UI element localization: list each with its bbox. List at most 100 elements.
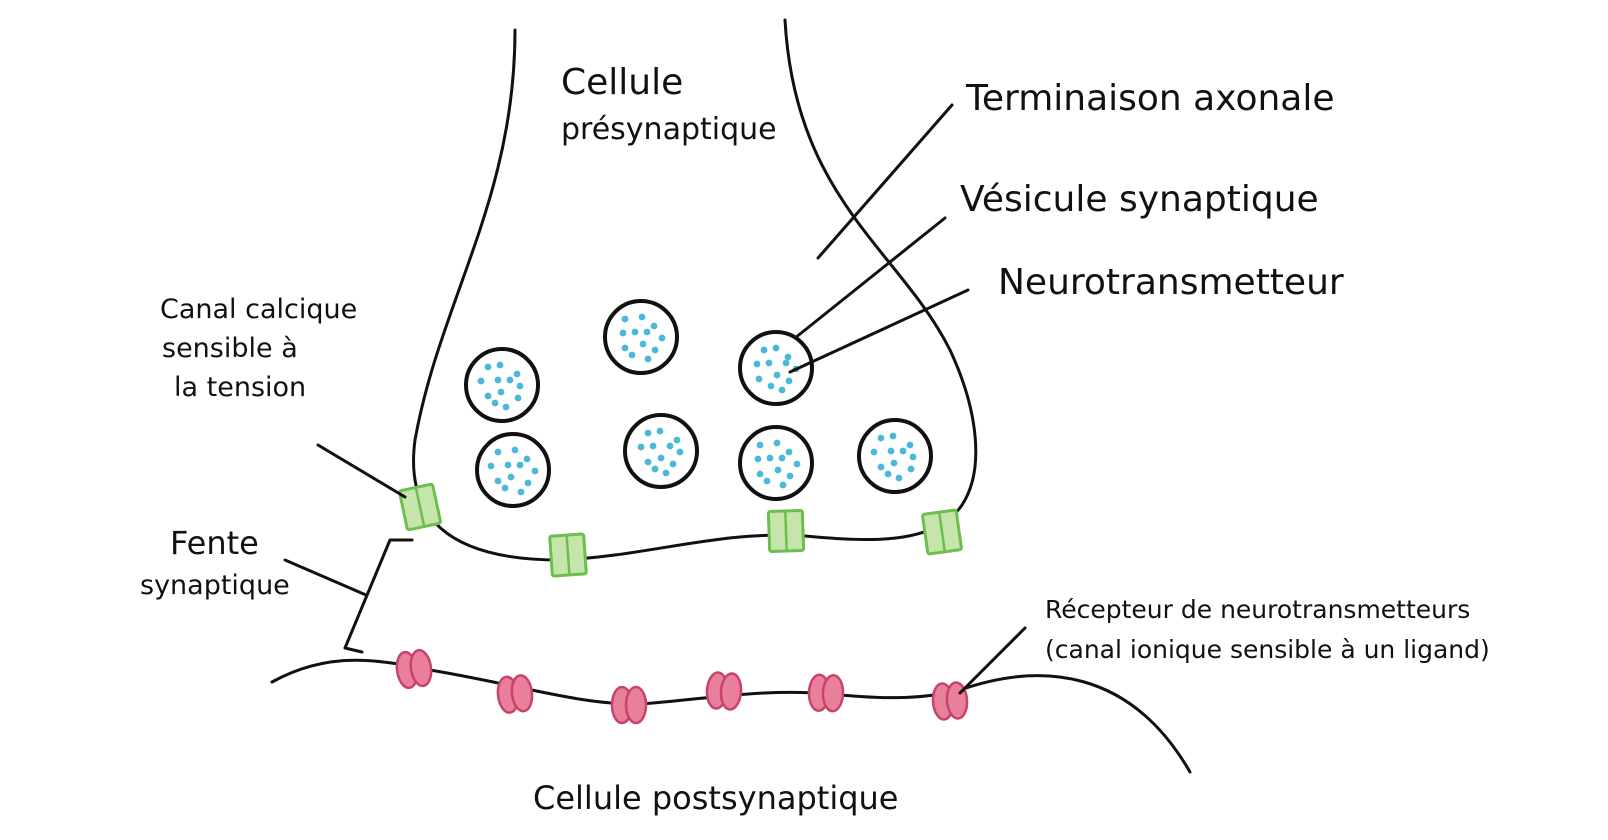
cleft-bracket [343, 538, 414, 654]
neurotransmitter-dot [786, 472, 794, 480]
neurotransmitter-dot [662, 469, 670, 477]
neurotransmitter-dot [887, 447, 895, 455]
neurotransmitter-dot [502, 403, 510, 411]
calcium-channel [398, 482, 442, 532]
neurotransmitter-leader [788, 288, 970, 374]
receptor-label: Récepteur de neurotransmetteurs (canal i… [1045, 595, 1490, 664]
calcium-channel-label: Canal calcique sensible à la tension [160, 294, 358, 404]
neurotransmitter-dot [870, 448, 878, 456]
presynaptic-cell-label-line2: présynaptique [561, 112, 777, 147]
neurotransmitter-dot [639, 340, 647, 348]
vesicle [738, 425, 814, 501]
axon-terminal-label: Terminaison axonale [966, 78, 1335, 119]
calcium-channel [766, 508, 806, 554]
neurotransmitter-dot [673, 436, 681, 444]
neurotransmitter-dot [477, 377, 485, 385]
calcium-channel [548, 532, 588, 578]
neurotransmitter-dot [631, 328, 639, 336]
calcium-channel-leader [316, 443, 407, 499]
neurotransmitter-dot [779, 481, 787, 489]
neurotransmitter-dot [516, 461, 524, 469]
neurotransmitter-dot [516, 382, 524, 390]
vesicle [623, 413, 699, 489]
neurotransmitter-dot [531, 467, 539, 475]
ligand-gated-receptor [496, 674, 534, 714]
ligand-gated-receptor [705, 671, 743, 711]
vesicle [738, 330, 814, 406]
neurotransmitter-dot [638, 313, 646, 321]
neurotransmitter-dot [778, 454, 786, 462]
neurotransmitter-dot [484, 363, 492, 371]
synaptic-cleft-label: Fente synaptique [140, 524, 290, 602]
neurotransmitter-dot [899, 447, 907, 455]
neurotransmitter-dot [793, 460, 801, 468]
neurotransmitter-dot [760, 346, 768, 354]
neurotransmitter-dot [907, 465, 915, 473]
neurotransmitter-dot [773, 439, 781, 447]
neurotransmitter-dot [619, 329, 627, 337]
neurotransmitter-dot [784, 353, 792, 361]
neurotransmitter-dot [491, 399, 499, 407]
neurotransmitter-label: Neurotransmetteur [998, 262, 1344, 303]
neurotransmitter-dot [755, 375, 763, 383]
neurotransmitter-dot [666, 442, 674, 450]
neurotransmitter-dot [650, 322, 658, 330]
neurotransmitter-dot [494, 448, 502, 456]
ligand-gated-receptor [931, 681, 969, 721]
neurotransmitter-dot [773, 371, 781, 379]
ligand-gated-receptor [807, 673, 845, 713]
neurotransmitter-dot [507, 473, 515, 481]
neurotransmitter-dot [643, 328, 651, 336]
cleft-leader [283, 558, 368, 597]
neurotransmitter-dot [754, 455, 762, 463]
neurotransmitter-receptors [395, 648, 969, 725]
neurotransmitter-dot [511, 446, 519, 454]
calcium-channel [921, 508, 963, 556]
receptor-leader [958, 626, 1027, 695]
neurotransmitter-dot [889, 432, 897, 440]
neurotransmitter-dot [766, 454, 774, 462]
neurotransmitter-dot [514, 394, 522, 402]
neurotransmitter-dot [644, 458, 652, 466]
neurotransmitter-dot [501, 484, 509, 492]
vesicle [475, 432, 551, 508]
vesicle [857, 418, 933, 494]
neurotransmitter-dot [637, 443, 645, 451]
neurotransmitter-dot [877, 434, 885, 442]
neurotransmitter-dot [496, 361, 504, 369]
synaptic-vesicle-label: Vésicule synaptique [960, 179, 1319, 220]
neurotransmitter-dot [763, 477, 771, 485]
neurotransmitter-dot [621, 315, 629, 323]
neurotransmitter-dot [494, 376, 502, 384]
neurotransmitter-dot [628, 351, 636, 359]
neurotransmitter-dot [484, 392, 492, 400]
neurotransmitter-dot [774, 466, 782, 474]
neurotransmitter-dot [658, 334, 666, 342]
synaptic-vesicles [464, 299, 933, 508]
neurotransmitter-dot [756, 470, 764, 478]
ligand-gated-receptor [610, 685, 648, 725]
vesicle [603, 299, 679, 375]
vesicle [464, 347, 540, 423]
neurotransmitter-dot [756, 441, 764, 449]
ligand-gated-receptor [395, 648, 433, 690]
neurotransmitter-dot [651, 346, 659, 354]
neurotransmitter-dot [909, 453, 917, 461]
neurotransmitter-dot [644, 429, 652, 437]
neurotransmitter-dot [772, 344, 780, 352]
neurotransmitter-dot [651, 465, 659, 473]
calcium-channels [398, 482, 963, 578]
neurotransmitter-dot [765, 359, 773, 367]
neurotransmitter-dot [785, 377, 793, 385]
neurotransmitter-dot [657, 454, 665, 462]
postsynaptic-cell-label: Cellule postsynaptique [533, 779, 899, 817]
neurotransmitter-dot [767, 382, 775, 390]
neurotransmitter-dot [890, 459, 898, 467]
neurotransmitter-dot [649, 442, 657, 450]
neurotransmitter-dot [524, 479, 532, 487]
neurotransmitter-dot [506, 376, 514, 384]
neurotransmitter-dot [487, 462, 495, 470]
neurotransmitter-dot [494, 477, 502, 485]
presynaptic-cell-label: Cellule [561, 62, 684, 103]
